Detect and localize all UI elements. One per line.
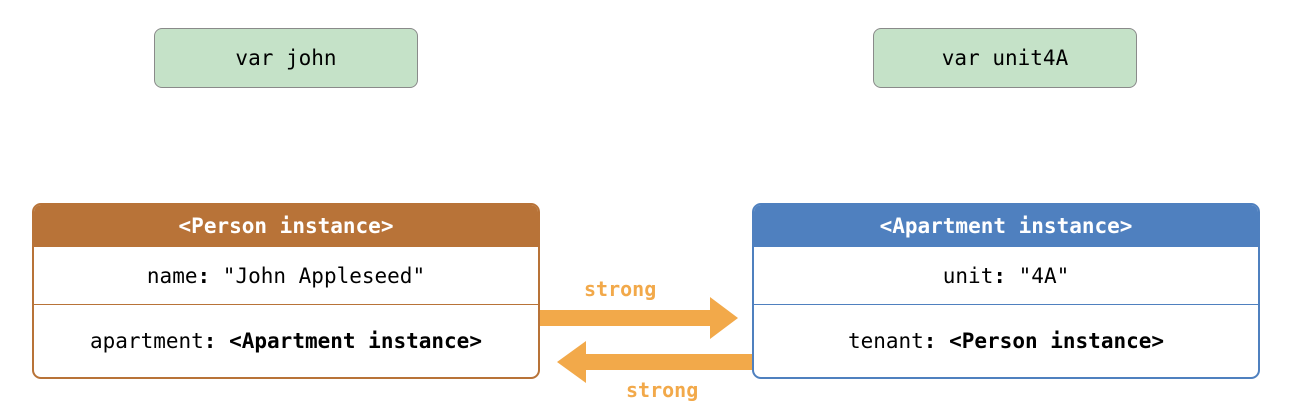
- variable-unit4a-label: var unit4A: [941, 46, 1069, 70]
- person-instance-box: <Person instance> name: "John Appleseed"…: [32, 203, 540, 379]
- variable-john-label: var john: [235, 46, 337, 70]
- person-name-key: name: [146, 263, 198, 288]
- person-apartment-key: apartment: [90, 329, 204, 353]
- person-apartment-value: <Apartment instance>: [229, 329, 482, 353]
- strong-label-bottom: strong: [626, 378, 699, 402]
- strong-label-top: strong: [584, 277, 657, 301]
- apartment-tenant-row: tenant: <Person instance>: [847, 329, 1165, 353]
- apartment-unit-key: unit: [942, 263, 994, 288]
- apartment-unit-value: "4A": [1018, 263, 1070, 288]
- variable-unit4a: var unit4A: [873, 28, 1137, 88]
- apartment-instance-box: <Apartment instance> unit: "4A" tenant: …: [752, 203, 1260, 379]
- strong-arrow-left: [557, 341, 752, 383]
- person-apartment-row: apartment: <Apartment instance>: [90, 329, 482, 353]
- apartment-unit-row: unit: "4A": [754, 247, 1258, 305]
- strong-arrow-right: [540, 297, 738, 339]
- apartment-tenant-value: <Person instance>: [949, 329, 1165, 353]
- apartment-tenant-key: tenant: [847, 329, 924, 353]
- variable-john: var john: [154, 28, 418, 88]
- person-name-value: "John Appleseed": [222, 263, 426, 288]
- person-name-row: name: "John Appleseed": [34, 247, 538, 305]
- apartment-instance-header: <Apartment instance>: [754, 205, 1258, 247]
- person-instance-header: <Person instance>: [34, 205, 538, 247]
